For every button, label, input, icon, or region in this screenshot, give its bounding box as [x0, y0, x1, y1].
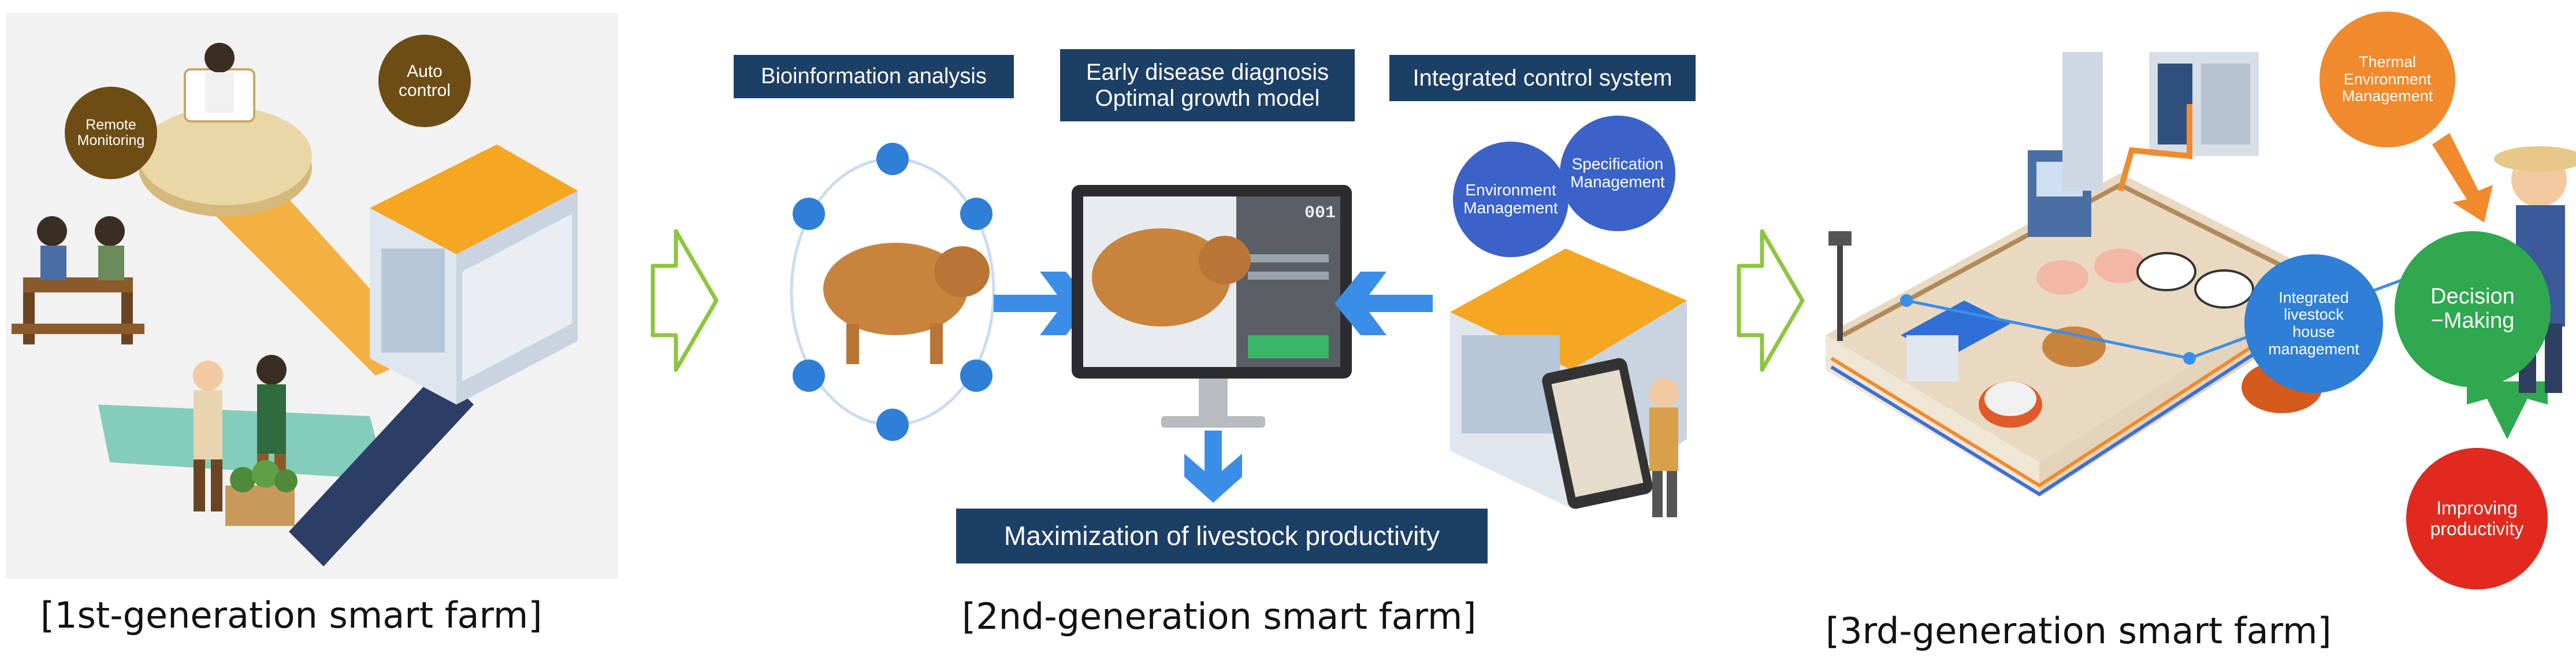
panel-2-illustration — [790, 143, 1687, 517]
integrated-line4: management — [2268, 340, 2359, 358]
caption-3rd-generation: [3rd-generation smart farm] — [1826, 610, 2332, 652]
sensor-icon — [960, 198, 993, 230]
arrow-left-icon — [1335, 272, 1433, 335]
integrated-line2: livestock — [2284, 306, 2344, 324]
maximization-productivity-label: Maximization of livestock productivity — [956, 509, 1488, 563]
improving-productivity-circle: Improving productivity — [2406, 448, 2548, 589]
auto-control-line2: control — [398, 81, 451, 100]
remote-monitoring-bubble: Remote Monitoring — [65, 87, 157, 179]
bioinformation-analysis-label: Bioinformation analysis — [734, 55, 1014, 98]
navy-connection-path — [289, 370, 474, 566]
sensor-icon — [876, 409, 909, 441]
arrow-decision-to-improving-icon — [2467, 381, 2548, 439]
pig-illustration — [823, 243, 968, 335]
panel-1-illustration — [12, 43, 578, 566]
panel-3rd-generation: Thermal Environment Management Integrate… — [1820, 0, 2576, 660]
specification-management-line2: Management — [1570, 173, 1665, 191]
farm-platform — [1826, 173, 2328, 462]
improving-line1: Improving — [2436, 498, 2518, 519]
environment-management-circle: Environment Management — [1453, 142, 1568, 257]
integrated-livestock-circle: Integrated livestock house management — [2244, 254, 2383, 393]
auto-control-line1: Auto — [407, 62, 443, 81]
thermal-line3: Management — [2341, 87, 2433, 105]
remote-monitoring-line2: Monitoring — [77, 132, 145, 149]
planter-box — [225, 485, 295, 526]
caption-2nd-generation: [2nd-generation smart farm] — [962, 595, 1477, 637]
farmer-head — [193, 361, 223, 391]
environment-management-line2: Management — [1463, 199, 1558, 217]
person-head — [205, 43, 235, 73]
integrated-control-system-label: Integrated control system — [1389, 55, 1696, 101]
thermal-line1: Thermal — [2358, 53, 2417, 71]
environment-management-line1: Environment — [1465, 181, 1556, 199]
panel-2nd-generation: Bioinformation analysis Early disease di… — [716, 0, 1722, 660]
monitor-readout: 001 — [1304, 203, 1336, 223]
person-head — [37, 216, 67, 246]
thermal-environment-circle: Thermal Environment Management — [2319, 12, 2455, 147]
integrated-line3: house — [2292, 323, 2335, 340]
early-disease-line1: Early disease diagnosis — [1086, 59, 1329, 85]
remote-monitoring-line1: Remote — [86, 116, 136, 133]
arrow-right-icon — [994, 272, 1092, 335]
decision-line2: −Making — [2430, 309, 2515, 333]
sensor-icon — [960, 359, 993, 392]
sensor-icons — [793, 143, 993, 441]
sensor-icon — [876, 143, 909, 175]
orange-beam — [191, 173, 428, 376]
building-roof — [370, 144, 578, 254]
integrated-line1: Integrated — [2278, 288, 2349, 306]
early-disease-label: Early disease diagnosis Optimal growth m… — [1060, 49, 1355, 121]
sensor-icon — [793, 359, 825, 392]
specification-management-circle: Specification Management — [1560, 116, 1675, 231]
arrow-thermal-to-decision-icon — [2432, 133, 2493, 223]
arrow-down-icon — [1184, 431, 1242, 503]
improving-line2: productivity — [2430, 518, 2524, 539]
decision-making-circle: Decision −Making — [2395, 231, 2551, 387]
hollow-arrow-1 — [650, 229, 719, 372]
cow — [2136, 252, 2196, 291]
hollow-arrow-2 — [1737, 229, 1805, 372]
thermal-line2: Environment — [2343, 70, 2432, 88]
sensor-icon — [793, 198, 825, 230]
monitor-stand — [1199, 379, 1228, 419]
specification-management-line1: Specification — [1571, 155, 1664, 173]
panel-1st-generation: Remote Monitoring Auto control [1st-gene… — [0, 0, 624, 660]
caption-1st-generation: [1st-generation smart farm] — [40, 594, 542, 636]
decision-line1: Decision — [2430, 284, 2515, 309]
person-head — [1649, 378, 1679, 408]
auto-control-bubble: Auto control — [378, 35, 471, 127]
early-disease-line2: Optimal growth model — [1095, 85, 1320, 111]
teal-connection-path — [98, 405, 387, 480]
